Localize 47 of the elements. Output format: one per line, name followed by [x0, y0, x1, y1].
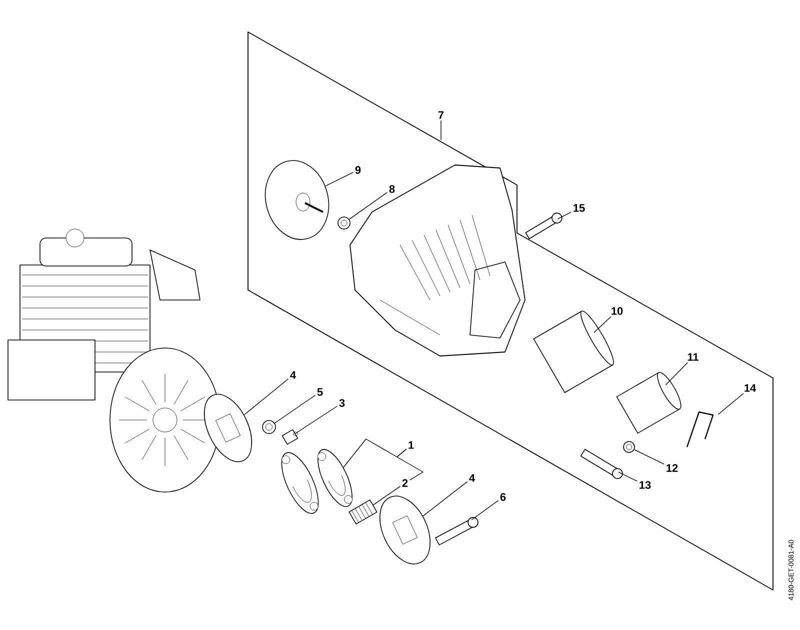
leader-line [396, 448, 424, 480]
leader-line [634, 449, 665, 465]
screw [580, 448, 623, 479]
clutch-shoe [318, 449, 352, 507]
leader-line [718, 393, 744, 415]
leader-line [618, 472, 638, 482]
leader-line [471, 500, 499, 520]
leader-line [557, 212, 572, 220]
callout-number: 14 [744, 384, 756, 392]
callout-number: 4 [469, 474, 475, 482]
leader-line [372, 486, 401, 506]
clutch-drum [264, 160, 330, 240]
callout-number: 10 [612, 307, 623, 315]
sleeve [616, 372, 682, 434]
screw [525, 212, 562, 240]
callout-number: 12 [666, 464, 678, 472]
leader-line [325, 172, 354, 186]
leader-line [295, 406, 338, 434]
callout-number: 9 [355, 166, 361, 174]
callout-number: 11 [688, 353, 698, 361]
carrier-plate [204, 394, 252, 462]
callout-number: 13 [640, 481, 651, 489]
leader-line [440, 120, 442, 140]
leader-line [348, 192, 388, 220]
washer [262, 420, 276, 434]
spring-clip [686, 411, 714, 448]
callout-number: 15 [574, 204, 585, 212]
callout-number: 1 [408, 441, 414, 449]
leader-line [244, 378, 289, 416]
callout-number: 6 [500, 493, 506, 501]
sleeve [282, 429, 298, 445]
screw [435, 517, 478, 546]
callout-number: 3 [339, 399, 345, 407]
callout-number: 8 [389, 185, 395, 193]
washer [623, 441, 635, 453]
leader-line [665, 362, 688, 386]
callout-number: 7 [438, 111, 444, 119]
carrier-plate [380, 496, 430, 564]
circlip [338, 216, 350, 230]
callout-number: 2 [402, 479, 408, 487]
leader-line [422, 481, 468, 516]
spring [348, 500, 378, 524]
leader-line [274, 394, 316, 424]
clutch-shoe [281, 452, 319, 514]
callout-number: 5 [317, 388, 323, 396]
leader-line [594, 316, 612, 333]
callout-number: 4 [290, 371, 296, 379]
